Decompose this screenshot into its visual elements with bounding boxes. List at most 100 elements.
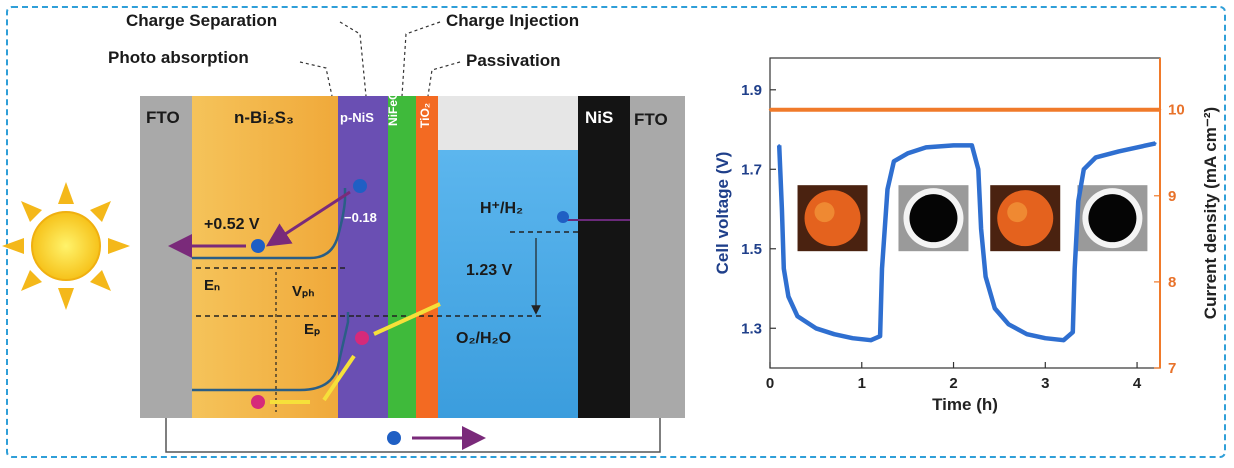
series-point-0	[1154, 142, 1157, 145]
label-vph: Vₚₕ	[292, 283, 315, 300]
hole-inject-arrow	[373, 302, 441, 336]
series-point-0	[924, 146, 928, 149]
series-point-0	[984, 275, 987, 278]
y-left-axis-label: Cell voltage (V)	[713, 152, 732, 275]
dark-electrode-icon	[1088, 194, 1137, 243]
inset-highlight	[814, 202, 835, 223]
leader-separation	[339, 21, 367, 97]
label-n-bi2s3: n-Bi₂S₃	[234, 108, 294, 127]
electron-circuit	[387, 431, 401, 445]
series-point-1	[860, 108, 863, 111]
series-point-0	[952, 144, 955, 147]
label-o2-h2o: O₂/H₂O	[456, 330, 512, 347]
nis-layer	[578, 96, 630, 418]
label-potential-negative: −0.18	[344, 210, 377, 225]
series-point-0	[970, 144, 974, 147]
label-en: Eₙ	[204, 277, 220, 294]
label-nis: NiS	[585, 108, 614, 127]
y-right-tick-label: 7	[1168, 360, 1176, 377]
series-point-0	[878, 335, 882, 338]
series-point-0	[833, 333, 836, 336]
series-point-0	[880, 267, 884, 270]
series-point-1	[952, 108, 955, 111]
series-point-0	[886, 187, 889, 191]
fto-left-layer	[140, 96, 192, 418]
series-point-0	[1073, 267, 1076, 270]
series-point-1	[768, 108, 772, 111]
label-fto-right: FTO	[634, 110, 668, 129]
leader-injection	[401, 21, 441, 97]
series-point-0	[977, 168, 980, 171]
y-left-tick-label: 1.9	[741, 82, 762, 99]
dashed-frame	[6, 6, 1226, 458]
series-point-0	[906, 152, 909, 155]
hole-interface	[355, 331, 369, 345]
callout-charge-injection: Charge Injection	[446, 11, 580, 30]
callout-passivation: Passivation	[466, 51, 561, 70]
label-p-nis: p-NiS	[340, 110, 374, 125]
series-point-0	[777, 144, 781, 147]
y-right-tick-label: 9	[1168, 188, 1176, 205]
series-point-0	[1062, 338, 1065, 342]
hole-up-arrow	[322, 354, 356, 402]
x-tick-label: 3	[1041, 375, 1049, 392]
series-point-0	[796, 315, 799, 318]
tio2-layer	[416, 96, 438, 418]
series-point-0	[1025, 333, 1029, 336]
x-tick-label: 0	[766, 375, 774, 392]
label-tio2: TiO₂	[418, 102, 432, 128]
series-point-0	[780, 207, 784, 211]
series-point-0	[979, 227, 983, 231]
callout-charge-separation: Charge Separation	[126, 11, 278, 30]
hole-vb	[251, 395, 265, 409]
label-h-h2: H⁺/H₂	[480, 200, 524, 217]
conduction-band	[192, 188, 347, 260]
x-axis-label: Time (h)	[932, 395, 998, 414]
series-point-1	[1135, 108, 1139, 111]
series-point-0	[1094, 156, 1097, 159]
device-diagram	[2, 21, 685, 453]
series-point-0	[787, 295, 790, 298]
leader-passivation	[427, 61, 461, 97]
series-point-0	[993, 307, 997, 310]
series-point-0	[1071, 331, 1075, 334]
illuminated-electrode-icon	[997, 190, 1054, 247]
sun-icon	[2, 182, 130, 310]
series-point-0	[869, 338, 873, 342]
series-point-0	[1135, 146, 1139, 149]
electron-transfer-arrow	[265, 190, 351, 247]
series-point-0	[814, 327, 818, 330]
series-point-0	[1044, 336, 1047, 340]
callout-photo-absorption: Photo absorption	[108, 48, 249, 67]
series-point-0	[892, 160, 896, 163]
label-fto-left: FTO	[146, 108, 180, 127]
fto-right-layer	[630, 96, 685, 418]
series-point-0	[851, 336, 854, 340]
inset-highlight	[1007, 202, 1028, 223]
x-tick-label: 4	[1133, 375, 1142, 392]
series-point-0	[1117, 150, 1120, 153]
y-left-tick-label: 1.5	[741, 241, 762, 258]
illuminated-electrode-icon	[804, 190, 861, 247]
label-water-split-voltage: 1.23 V	[466, 262, 513, 279]
x-tick-label: 2	[949, 375, 957, 392]
y-right-axis-label: Current density (mA cm⁻²)	[1201, 107, 1220, 319]
x-tick-label: 1	[858, 375, 866, 392]
label-nifeo: NiFeO	[386, 90, 400, 126]
nifeo-layer	[388, 96, 416, 418]
dark-electrode-icon	[909, 194, 958, 243]
label-ep: Eₚ	[304, 321, 321, 338]
leader-photo	[299, 61, 333, 97]
y-left-tick-label: 1.3	[741, 320, 762, 337]
electron-nis	[353, 179, 367, 193]
y-right-tick-label: 8	[1168, 274, 1176, 291]
y-right-tick-label: 10	[1168, 102, 1185, 119]
electron-cb	[251, 239, 265, 253]
series-point-0	[1007, 323, 1010, 326]
label-potential-positive: +0.52 V	[204, 216, 260, 233]
electrolyte	[438, 150, 578, 418]
external-circuit	[165, 418, 661, 453]
electron-h2	[557, 211, 569, 223]
series-point-0	[1082, 168, 1086, 171]
